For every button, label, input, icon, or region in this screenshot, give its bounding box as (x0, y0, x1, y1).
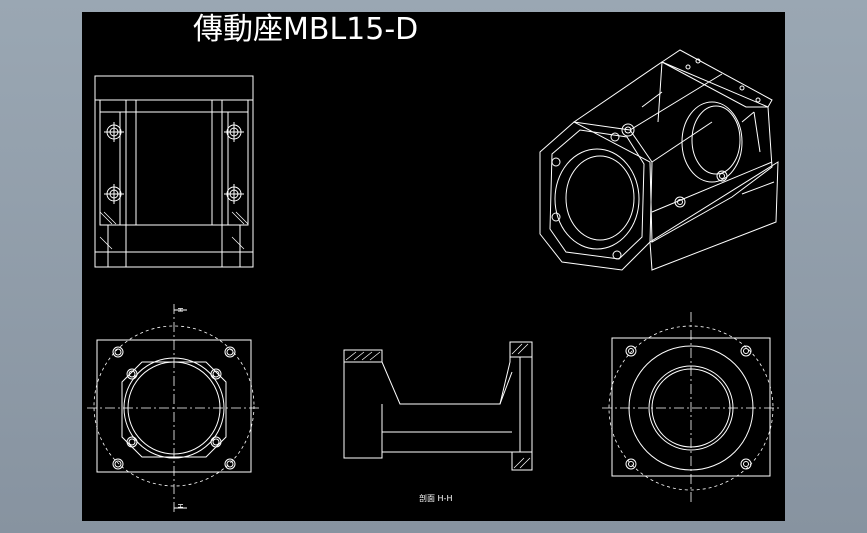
top-view-hole (104, 122, 124, 142)
front-view (87, 304, 262, 512)
side-view (602, 312, 780, 504)
cut-label-top: H (177, 307, 185, 312)
top-view-hole (224, 184, 244, 204)
top-view-hole (104, 184, 124, 204)
section-label: 剖面 H-H (419, 494, 453, 503)
cad-drawing (87, 49, 780, 512)
cut-label-bottom: H (177, 503, 185, 508)
section-view (343, 341, 533, 471)
drawing-title: 傳動座MBL15-D (193, 12, 419, 47)
cad-viewport[interactable]: 傳動座MBL15-D (82, 12, 785, 521)
top-view (94, 75, 254, 268)
isometric-view (539, 49, 779, 271)
top-view-hole (224, 122, 244, 142)
